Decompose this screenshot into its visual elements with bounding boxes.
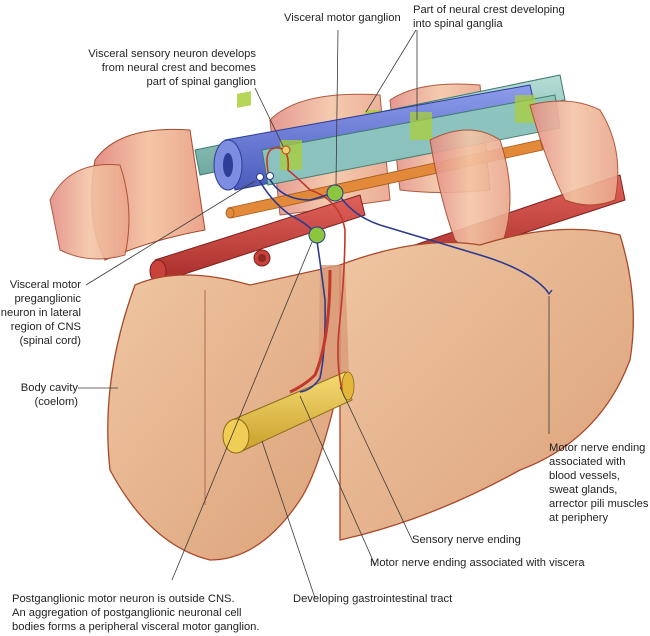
peripheral-motor-ganglion <box>308 226 326 244</box>
label-line: An aggregation of postganglionic neurona… <box>12 607 242 619</box>
label-line: Visceral motor <box>9 279 81 291</box>
label-visceral-motor-ganglion: Visceral motor ganglion <box>284 11 401 25</box>
label-line: region of CNS <box>10 321 81 333</box>
label-line: (coelom) <box>34 396 78 408</box>
preganglionic-cells <box>256 172 274 181</box>
label-line: Motor nerve ending associated with visce… <box>370 557 585 569</box>
motor-nerve-visceral <box>257 175 549 393</box>
periphery-nerve-ending <box>545 289 553 296</box>
label-line: arrector pili muscles <box>549 498 649 510</box>
gi-tract <box>222 371 355 454</box>
label-line: Visceral sensory neuron develops <box>88 48 256 60</box>
spinal-ganglion-cell <box>281 145 291 155</box>
sensory-nerve <box>266 147 346 391</box>
label-line: (spinal cord) <box>19 335 81 347</box>
label-line: from neural crest and becomes <box>101 62 256 74</box>
label-body-cavity: Body cavity (coelom) <box>21 381 78 409</box>
label-line: Sensory nerve ending <box>412 534 521 546</box>
body-wall-right <box>339 228 634 541</box>
label-neural-crest-spinal-ganglia: Part of neural crest developing into spi… <box>413 3 565 31</box>
label-line: at periphery <box>549 512 609 524</box>
label-motor-nerve-periphery: Motor nerve ending associated with blood… <box>549 441 648 525</box>
label-line: into spinal ganglia <box>413 18 503 30</box>
label-line: Motor nerve ending <box>549 442 646 454</box>
label-sensory-nerve-ending: Sensory nerve ending <box>412 533 521 547</box>
label-line: Visceral motor ganglion <box>284 12 401 24</box>
label-line: Part of neural crest developing <box>413 4 565 16</box>
label-line: neuron in lateral <box>0 307 81 319</box>
label-preganglionic-neuron: Visceral motor preganglionic neuron in l… <box>1 278 81 348</box>
label-line: bodies forms a peripheral visceral motor… <box>12 621 260 633</box>
label-line: sweat glands, <box>549 484 618 496</box>
somite-front-right-1 <box>429 129 511 252</box>
body-wall-left <box>107 264 341 561</box>
label-line: blood vessels, <box>549 470 620 482</box>
label-line: associated with <box>549 456 626 468</box>
leader-lines <box>78 29 550 599</box>
label-line: preganglionic <box>14 293 81 305</box>
vessel-small <box>253 249 271 267</box>
label-line: Body cavity <box>20 382 78 394</box>
somite-front-left <box>49 163 130 260</box>
label-postganglionic-neuron: Postganglionic motor neuron is outside C… <box>12 592 260 634</box>
label-line: Developing gastrointestinal tract <box>293 593 453 605</box>
red-branch <box>289 269 332 394</box>
label-line: Postganglionic motor neuron is outside C… <box>12 593 235 605</box>
label-line: part of spinal ganglion <box>146 76 256 88</box>
label-motor-nerve-viscera: Motor nerve ending associated with visce… <box>370 556 585 570</box>
label-visceral-sensory-neuron: Visceral sensory neuron develops from ne… <box>88 47 256 89</box>
visceral-motor-ganglion <box>326 184 344 202</box>
label-gi-tract: Developing gastrointestinal tract <box>293 592 452 606</box>
somite-front-right-2 <box>529 100 619 206</box>
